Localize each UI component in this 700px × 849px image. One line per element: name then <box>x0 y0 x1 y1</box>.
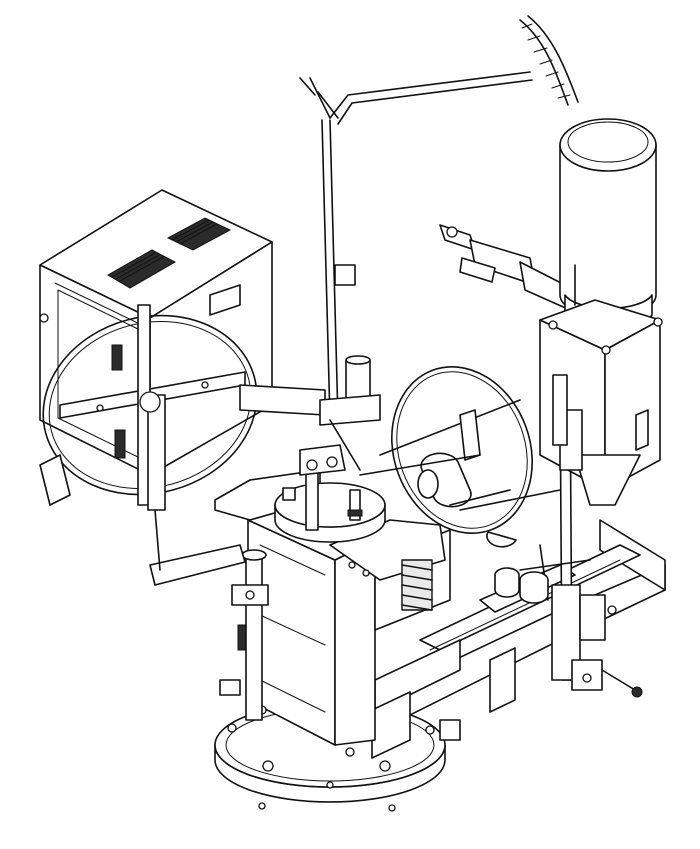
cable-chain <box>519 15 579 106</box>
hopper-housing <box>539 299 663 506</box>
air-valve-fitting <box>439 224 571 311</box>
spool-reel-center <box>379 366 534 548</box>
cylindrical-hopper <box>559 118 657 330</box>
connecting-rods <box>219 454 591 741</box>
spool-reel-left <box>39 284 326 571</box>
rotary-turret-plate <box>274 444 386 543</box>
spring-coil <box>401 559 433 611</box>
lamp-arm <box>299 71 533 471</box>
control-cabinet <box>39 189 273 476</box>
left-post <box>149 544 269 721</box>
